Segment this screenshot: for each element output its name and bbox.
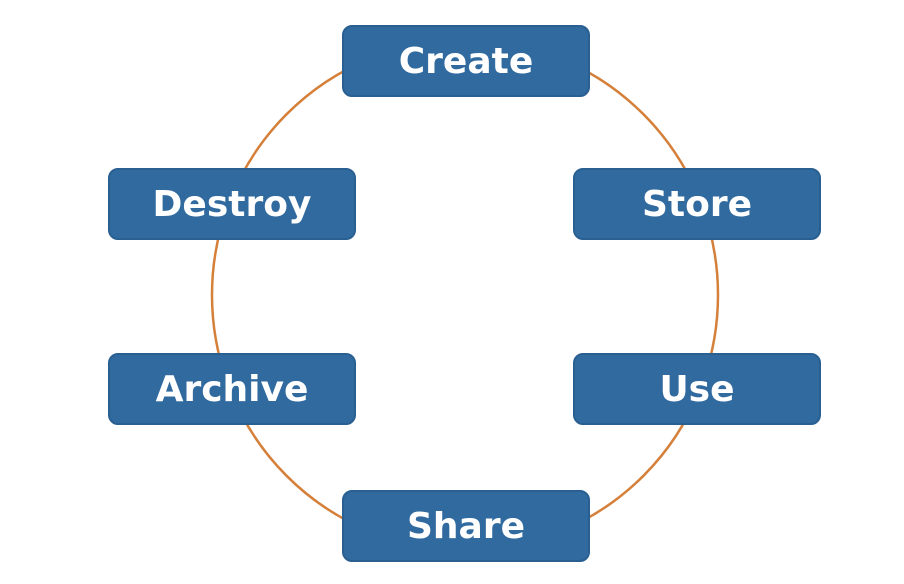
stage-box-store: Store xyxy=(573,168,821,240)
stage-label-destroy: Destroy xyxy=(152,183,312,225)
stage-box-destroy: Destroy xyxy=(108,168,356,240)
stage-label-share: Share xyxy=(406,505,526,547)
stage-box-share: Share xyxy=(342,490,590,562)
stage-box-create: Create xyxy=(342,25,590,97)
stage-box-archive: Archive xyxy=(108,353,356,425)
stage-box-use: Use xyxy=(573,353,821,425)
cycle-ring-ellipse xyxy=(210,38,720,552)
stage-label-use: Use xyxy=(659,368,735,410)
stage-label-store: Store xyxy=(641,183,753,225)
stage-label-create: Create xyxy=(398,40,534,82)
stage-label-archive: Archive xyxy=(155,368,309,410)
